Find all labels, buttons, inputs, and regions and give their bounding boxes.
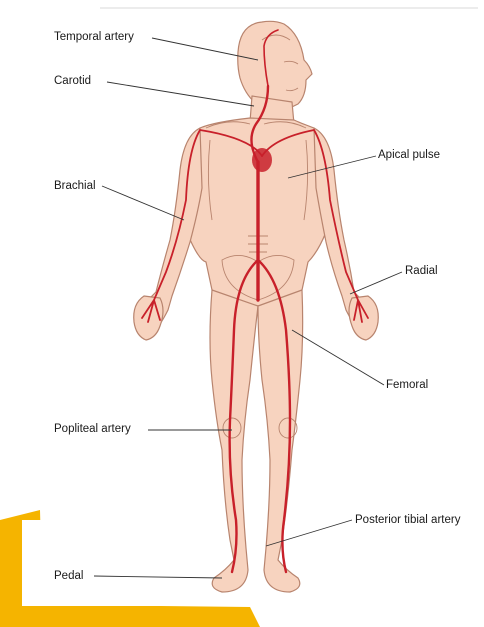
white-overlay <box>22 520 242 606</box>
label-temporal-artery: Temporal artery <box>54 30 134 44</box>
label-apical-pulse: Apical pulse <box>378 148 440 162</box>
heart <box>252 148 272 172</box>
leader-brachial <box>102 186 184 220</box>
right-leg <box>258 290 303 592</box>
leader-radial <box>350 272 402 294</box>
label-femoral: Femoral <box>386 378 428 392</box>
label-popliteal-artery: Popliteal artery <box>54 422 131 436</box>
label-brachial: Brachial <box>54 179 96 193</box>
label-carotid: Carotid <box>54 74 91 88</box>
label-posterior-tibial-artery: Posterior tibial artery <box>355 513 460 527</box>
label-pedal: Pedal <box>54 569 83 583</box>
right-hand <box>349 296 378 340</box>
label-radial: Radial <box>405 264 438 278</box>
leader-carotid <box>107 82 254 106</box>
body-silhouette <box>134 21 379 592</box>
